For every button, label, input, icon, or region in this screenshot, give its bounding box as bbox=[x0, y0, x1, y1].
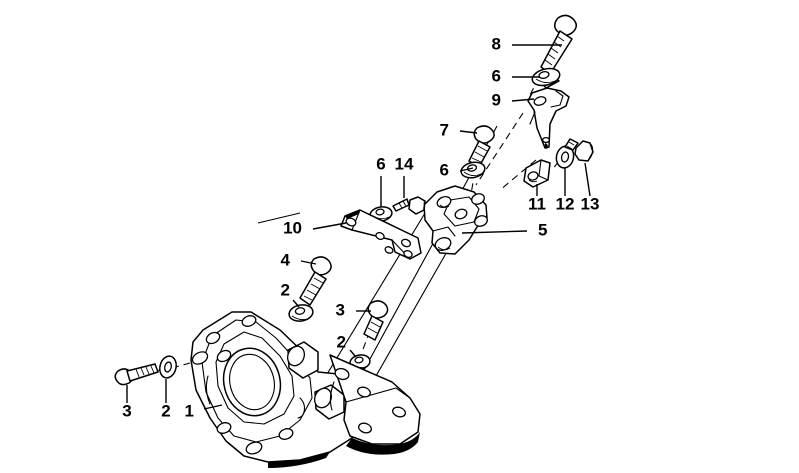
callout-4: 4 bbox=[281, 250, 317, 269]
callout-6-top-label: 6 bbox=[492, 66, 501, 85]
callout-6-middle: 6 bbox=[440, 160, 474, 179]
callout-10-label: 10 bbox=[283, 218, 302, 237]
callout-6-top: 6 bbox=[492, 66, 540, 85]
callout-2-c-label: 2 bbox=[161, 401, 170, 420]
callout-9: 9 bbox=[492, 90, 535, 109]
part-4-hex-bolt-long bbox=[299, 256, 332, 306]
part-5-mounting-bracket bbox=[423, 185, 488, 255]
part-14-hex-bolt-stud bbox=[392, 196, 426, 215]
callout-1-label: 1 bbox=[185, 401, 194, 420]
callout-2-c: 2 bbox=[161, 379, 171, 420]
part-1-accessory-bracket-housing bbox=[190, 311, 421, 468]
callout-11-label: 11 bbox=[528, 194, 546, 213]
callout-10: 10 bbox=[283, 218, 347, 237]
part-7-hex-bolt-medium bbox=[468, 125, 495, 168]
callout-12-label: 12 bbox=[556, 194, 575, 213]
callout-6-left: 6 bbox=[376, 154, 386, 206]
callout-6-middle-label: 6 bbox=[440, 160, 449, 179]
part-9-support-arm bbox=[527, 87, 570, 149]
part-2-washer-c bbox=[159, 355, 177, 379]
part-3-hex-bolt-a bbox=[363, 300, 389, 341]
callout-7: 7 bbox=[440, 120, 478, 139]
callout-2-b-label: 2 bbox=[337, 332, 346, 351]
callout-3-b-label: 3 bbox=[122, 401, 131, 420]
callout-6-left-label: 6 bbox=[376, 154, 385, 173]
callout-3-b: 3 bbox=[122, 385, 132, 420]
callout-8-label: 8 bbox=[492, 34, 501, 53]
callout-5: 5 bbox=[461, 220, 547, 239]
callout-14: 14 bbox=[395, 154, 414, 198]
part-6-washer-middle bbox=[460, 161, 486, 179]
callout-3-a: 3 bbox=[336, 300, 371, 319]
part-3-hex-bolt-b bbox=[114, 363, 159, 386]
callout-12: 12 bbox=[556, 168, 575, 213]
callout-layer: 8 6 9 7 6 6 bbox=[122, 34, 599, 420]
callout-3-a-label: 3 bbox=[336, 300, 345, 319]
callout-2-a: 2 bbox=[281, 280, 300, 308]
part-10-angle-bracket bbox=[340, 209, 422, 260]
callout-7-label: 7 bbox=[440, 120, 449, 139]
callout-2-a-label: 2 bbox=[281, 280, 290, 299]
assembly-alignment-lines bbox=[134, 23, 567, 378]
callout-13-label: 13 bbox=[581, 194, 600, 213]
callout-4-label: 4 bbox=[281, 250, 291, 269]
part-6-washer-top bbox=[531, 67, 561, 87]
part-2-washer-a bbox=[288, 304, 314, 322]
callout-5-label: 5 bbox=[538, 220, 547, 239]
callout-14-label: 14 bbox=[395, 154, 414, 173]
callout-13: 13 bbox=[581, 162, 600, 213]
part-11-clamp-plate bbox=[523, 159, 551, 188]
part-13-hex-bolt-flanged bbox=[564, 138, 594, 162]
callout-9-label: 9 bbox=[492, 90, 501, 109]
callout-8: 8 bbox=[492, 34, 562, 53]
callout-2-b: 2 bbox=[337, 332, 357, 358]
callout-11: 11 bbox=[528, 184, 546, 213]
callout-1: 1 bbox=[185, 401, 223, 420]
